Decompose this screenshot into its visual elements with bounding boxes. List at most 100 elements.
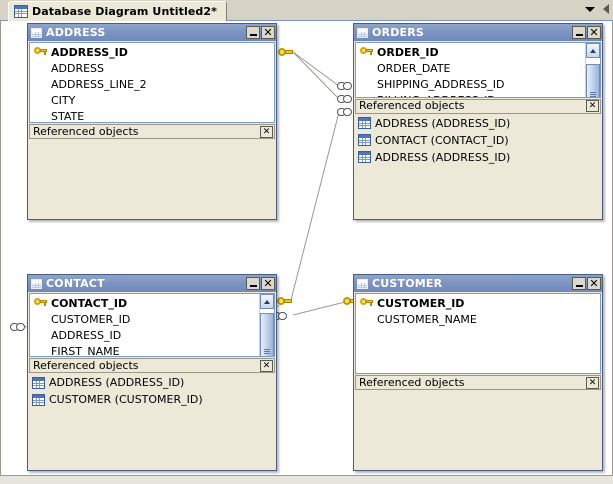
column-name: BILLING_ADDRESS_ID (377, 94, 496, 97)
contact-pk-endpoint[interactable] (277, 296, 292, 306)
orders-shipping-fk-endpoint[interactable] (337, 82, 353, 90)
column-icon-slot (33, 94, 49, 106)
scroll-thumb[interactable] (586, 64, 600, 97)
column-name: FIRST_NAME (51, 344, 120, 357)
line-address-orders-billing (292, 51, 340, 100)
referenced-objects-label: Referenced objects (359, 99, 465, 112)
column-name: STATE (51, 109, 85, 123)
arrow-left-icon[interactable] (603, 4, 609, 14)
table-icon (358, 134, 371, 146)
primary-key-icon (359, 297, 375, 309)
column-icon-slot (359, 62, 375, 74)
column-name: ADDRESS_LINE_2 (51, 77, 147, 91)
referenced-object-label: ADDRESS (ADDRESS_ID) (375, 150, 511, 164)
referenced-objects-close-icon[interactable]: ✕ (586, 376, 599, 389)
column-row[interactable]: CUSTOMER_ID (30, 311, 259, 327)
chevron-down-icon[interactable] (585, 6, 595, 12)
referenced-object-item[interactable]: CUSTOMER (CUSTOMER_ID) (30, 391, 276, 408)
tab-database-diagram[interactable]: Database Diagram Untitled2* (8, 1, 227, 21)
column-row[interactable]: BILLING_ADDRESS_ID (356, 92, 585, 97)
referenced-objects-close-icon[interactable]: ✕ (260, 125, 273, 138)
table-icon (32, 393, 45, 406)
column-row[interactable]: CITY (30, 92, 274, 108)
referenced-objects-label: Referenced objects (33, 358, 139, 372)
column-list-container: ORDER_ID ORDER_DATE SHIPPING_ADDRESS_ID BIL… (355, 42, 601, 98)
scroll-up-icon[interactable] (586, 43, 600, 58)
minimize-button[interactable] (246, 26, 260, 39)
close-icon[interactable]: ✕ (587, 277, 601, 290)
table-window-orders[interactable]: ORDERS✕ ORDER_ID ORDER_DATE SHIPPING_ADDRES… (353, 23, 603, 220)
referenced-objects-bar[interactable]: Referenced objects✕ (355, 375, 601, 390)
column-row[interactable]: STATE (30, 108, 274, 123)
address-contact-fk-endpoint[interactable] (10, 323, 26, 331)
table-icon (357, 27, 368, 38)
primary-key-icon (33, 46, 49, 58)
referenced-objects-bar[interactable]: Referenced objects ✕ (355, 98, 601, 114)
close-icon[interactable]: ✕ (261, 26, 275, 39)
column-row[interactable]: SHIPPING_ADDRESS_ID (356, 76, 585, 92)
scroll-up-icon[interactable] (260, 294, 274, 309)
tab-strip: Database Diagram Untitled2* (0, 0, 613, 21)
table-icon (357, 278, 368, 289)
column-name: CITY (51, 93, 76, 107)
column-name: ORDER_DATE (377, 61, 451, 75)
column-icon-slot (359, 78, 375, 90)
column-icon-slot (33, 329, 49, 341)
line-customer-contact (292, 301, 346, 316)
column-row-primary-key[interactable]: CUSTOMER_ID (356, 295, 600, 311)
referenced-object-item[interactable]: ADDRESS (ADDRESS_ID) (30, 374, 276, 391)
close-icon[interactable]: ✕ (587, 26, 601, 39)
referenced-objects-bar[interactable]: Referenced objects ✕ (29, 358, 275, 373)
column-name: SHIPPING_ADDRESS_ID (377, 77, 505, 91)
vertical-scrollbar[interactable] (585, 43, 600, 97)
column-row[interactable]: ADDRESS_ID (30, 327, 259, 343)
column-name: ORDER_ID (377, 45, 439, 59)
orders-contact-fk-endpoint[interactable] (337, 108, 353, 116)
column-row[interactable]: ADDRESS_LINE_2 (30, 76, 274, 92)
column-icon-slot (33, 345, 49, 356)
referenced-objects-label: Referenced objects (33, 124, 139, 138)
referenced-objects-spacer (354, 165, 602, 219)
referenced-objects-close-icon[interactable]: ✕ (586, 100, 599, 112)
scroll-thumb[interactable] (260, 313, 274, 356)
referenced-objects-spacer (354, 391, 602, 470)
referenced-object-item[interactable]: ADDRESS (ADDRESS_ID) (356, 149, 602, 166)
minimize-button[interactable] (572, 277, 586, 290)
table-title-bar[interactable]: ORDERS✕ (354, 24, 602, 41)
table-name: CONTACT (46, 277, 105, 290)
column-row[interactable]: CUSTOMER_NAME (356, 311, 600, 327)
minimize-button[interactable] (572, 26, 586, 39)
referenced-objects-list: ADDRESS (ADDRESS_ID)CONTACT (CONTACT_ID)… (354, 113, 602, 166)
column-name: CONTACT_ID (51, 296, 128, 310)
table-title-bar[interactable]: CONTACT ✕ (28, 275, 276, 292)
address-pk-endpoint[interactable] (278, 47, 293, 57)
table-title-bar[interactable]: CUSTOMER✕ (354, 275, 602, 292)
scroll-track[interactable] (586, 58, 600, 97)
scroll-track[interactable] (260, 309, 274, 356)
referenced-object-item[interactable]: CONTACT (CONTACT_ID) (356, 132, 602, 149)
orders-billing-fk-endpoint[interactable] (337, 95, 353, 103)
column-list: ORDER_ID ORDER_DATE SHIPPING_ADDRESS_ID BIL… (356, 43, 585, 97)
table-icon (31, 278, 42, 289)
referenced-objects-bar[interactable]: Referenced objects ✕ (29, 124, 275, 139)
column-row-primary-key[interactable]: ADDRESS_ID (30, 44, 274, 60)
column-row-primary-key[interactable]: ORDER_ID (356, 44, 585, 60)
column-name: CUSTOMER_ID (51, 312, 131, 326)
close-icon[interactable]: ✕ (261, 277, 275, 290)
table-title-bar[interactable]: ADDRESS✕ (28, 24, 276, 41)
column-row[interactable]: ADDRESS (30, 60, 274, 76)
referenced-objects-close-icon[interactable]: ✕ (260, 359, 273, 372)
vertical-scrollbar[interactable] (259, 294, 274, 356)
column-row[interactable]: FIRST_NAME (30, 343, 259, 357)
referenced-object-item[interactable]: ADDRESS (ADDRESS_ID) (356, 115, 602, 132)
column-row-primary-key[interactable]: CONTACT_ID (30, 295, 259, 311)
minimize-button[interactable] (246, 277, 260, 290)
column-row[interactable]: ORDER_DATE (356, 60, 585, 76)
referenced-objects-spacer (28, 408, 276, 470)
